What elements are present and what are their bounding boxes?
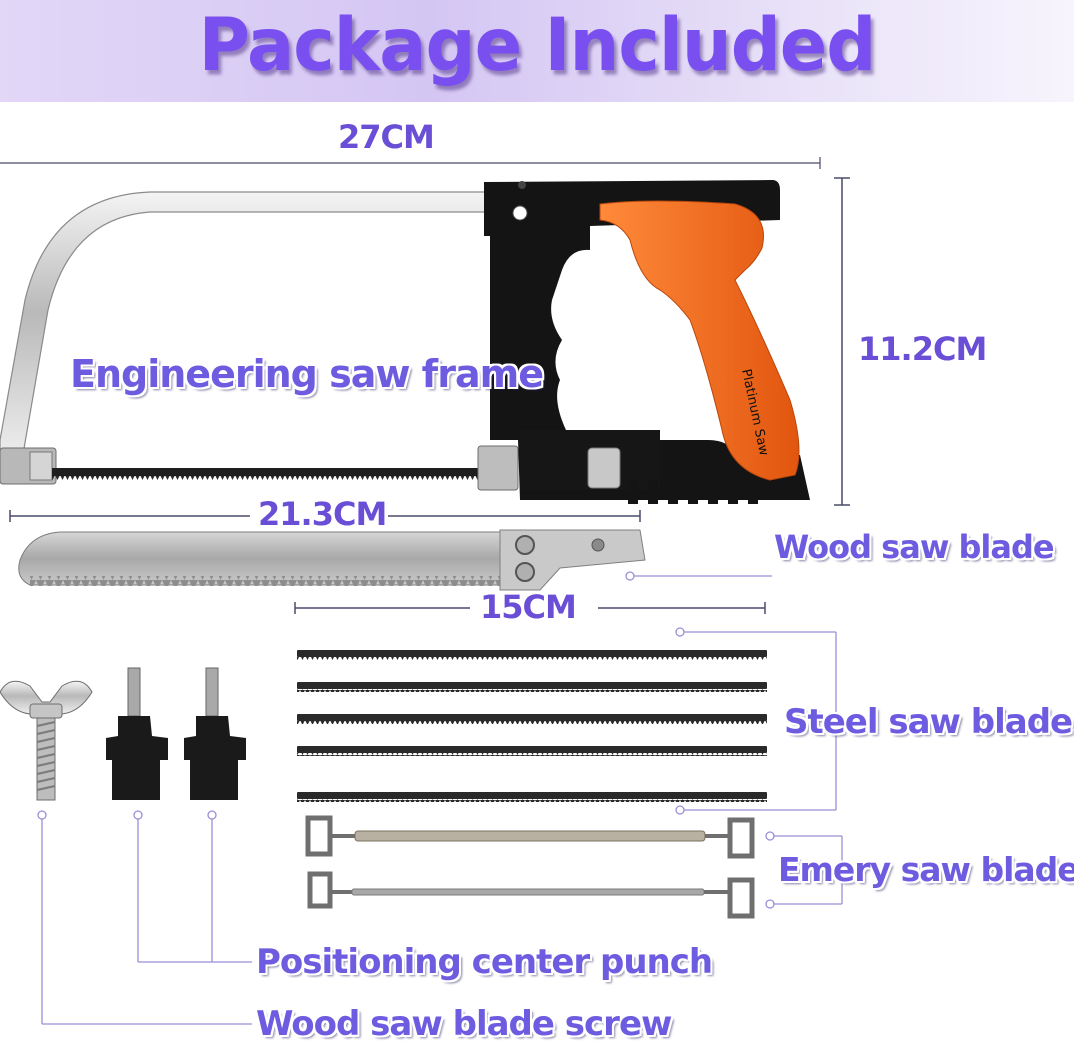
leader-lines — [37, 571, 843, 1025]
label-emery-saw-blade: Emery saw blade — [778, 850, 1074, 889]
steel-blade — [297, 746, 767, 756]
dim-steel-blade-length: 15CM — [480, 588, 577, 626]
label-steel-saw-blade: Steel saw blade — [784, 702, 1073, 742]
emery-blade — [305, 815, 755, 859]
dimension-line-27cm — [0, 157, 821, 169]
steel-blade — [297, 714, 767, 724]
banner-title: Package Included — [198, 1, 877, 89]
dim-frame-height: 11.2CM — [858, 330, 987, 368]
dim-frame-width: 27CM — [338, 118, 435, 156]
wood-saw-blade-screw — [0, 680, 93, 801]
steel-blade — [297, 650, 767, 660]
positioning-center-punch — [184, 667, 246, 800]
steel-blade — [297, 792, 767, 802]
dim-wood-blade-length: 21.3CM — [258, 495, 387, 533]
header-banner — [0, 0, 1074, 102]
dimension-line-15cm — [294, 602, 766, 614]
steel-saw-blades — [297, 650, 767, 802]
emery-blade — [307, 871, 755, 919]
label-engineering-saw-frame: Engineering saw frame — [70, 352, 544, 396]
label-wood-saw-blade-screw: Wood saw blade screw — [256, 1004, 672, 1044]
label-wood-saw-blade: Wood saw blade — [774, 528, 1055, 566]
wood-saw-blade — [18, 529, 646, 591]
label-positioning-center-punch: Positioning center punch — [256, 942, 713, 982]
steel-blade — [297, 682, 767, 692]
saw-frame — [0, 180, 810, 504]
positioning-center-punch — [106, 667, 168, 800]
dimension-line-21-3cm — [9, 510, 641, 522]
emery-saw-blades — [305, 815, 755, 919]
dimension-line-11-2cm — [834, 177, 850, 506]
